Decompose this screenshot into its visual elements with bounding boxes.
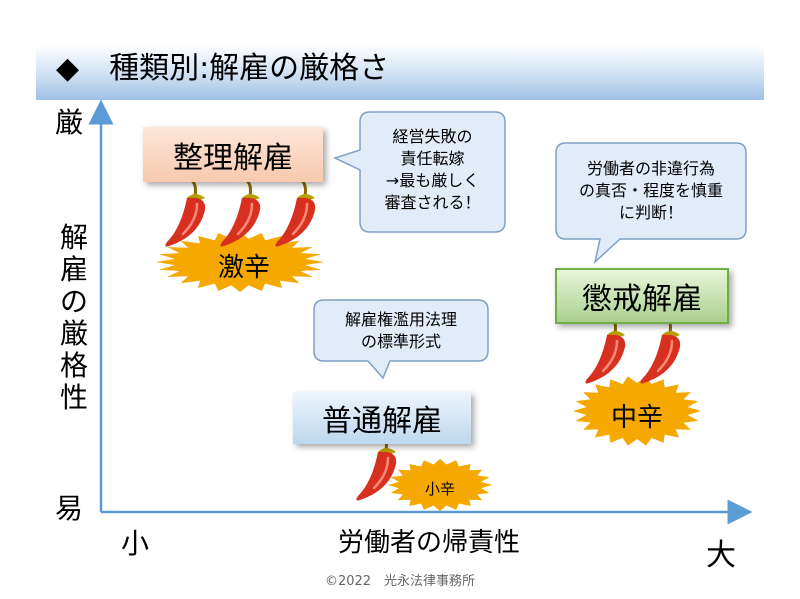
copyright-notice: ©2022 光永法律事務所: [324, 574, 476, 589]
y-axis-title: 解雇の厳格性: [59, 221, 88, 414]
bubble-line: →最も厳しく: [385, 171, 480, 190]
box-severe-dismissal: 整理解雇: [143, 127, 323, 182]
title-bar: [36, 30, 764, 100]
spice-burst-discipline: [573, 376, 701, 446]
bubble-line: 経営失敗の: [392, 127, 473, 146]
slide-title: ◆ 種類別:解雇の厳格さ: [56, 51, 390, 86]
y-axis-top-label: 厳: [55, 106, 84, 139]
bubble-normal-text: 解雇権濫用法理 の標準形式: [314, 309, 488, 353]
x-axis-right-label: 大: [706, 538, 736, 573]
x-axis-title: 労働者の帰責性: [338, 528, 521, 558]
spice-label-discipline: 中辛: [610, 403, 663, 433]
chili-pepper-discipline: [585, 315, 626, 384]
spice-burst-normal: [388, 459, 492, 511]
x-axis-left-label: 小: [121, 527, 150, 560]
spice-label-normal: 小辛: [424, 480, 455, 498]
bubble-severe-text: 経営失敗の 責任転嫁 →最も厳しく 審査される！: [360, 126, 505, 214]
bubble-line: 労働者の非違行為: [586, 159, 715, 178]
spice-burst-severe: [156, 232, 324, 292]
bubble-discipline: [555, 142, 747, 265]
bubble-discipline-text: 労働者の非違行為 の真否・程度を慎重 に判断！: [556, 158, 746, 224]
bubble-line: 責任転嫁: [400, 149, 465, 168]
y-axis-bottom-label: 易: [55, 492, 84, 525]
spice-label-severe: 激辛: [217, 253, 270, 283]
chili-pepper-severe: [275, 178, 316, 247]
chili-pepper-discipline: [640, 315, 681, 384]
bubble-line: の標準形式: [360, 332, 441, 351]
bubble-normal: [313, 299, 489, 380]
bubble-line: に判断！: [618, 203, 683, 222]
bubble-line: 解雇権濫用法理: [344, 310, 457, 329]
bubble-severe: [332, 111, 506, 233]
bubble-line: の真否・程度を慎重: [578, 181, 723, 200]
chili-group: [165, 178, 681, 501]
box-ordinary-dismissal: 普通解雇: [293, 392, 471, 444]
bubble-line: 審査される！: [384, 193, 481, 212]
box-disciplinary-dismissal: 懲戒解雇: [555, 268, 729, 324]
